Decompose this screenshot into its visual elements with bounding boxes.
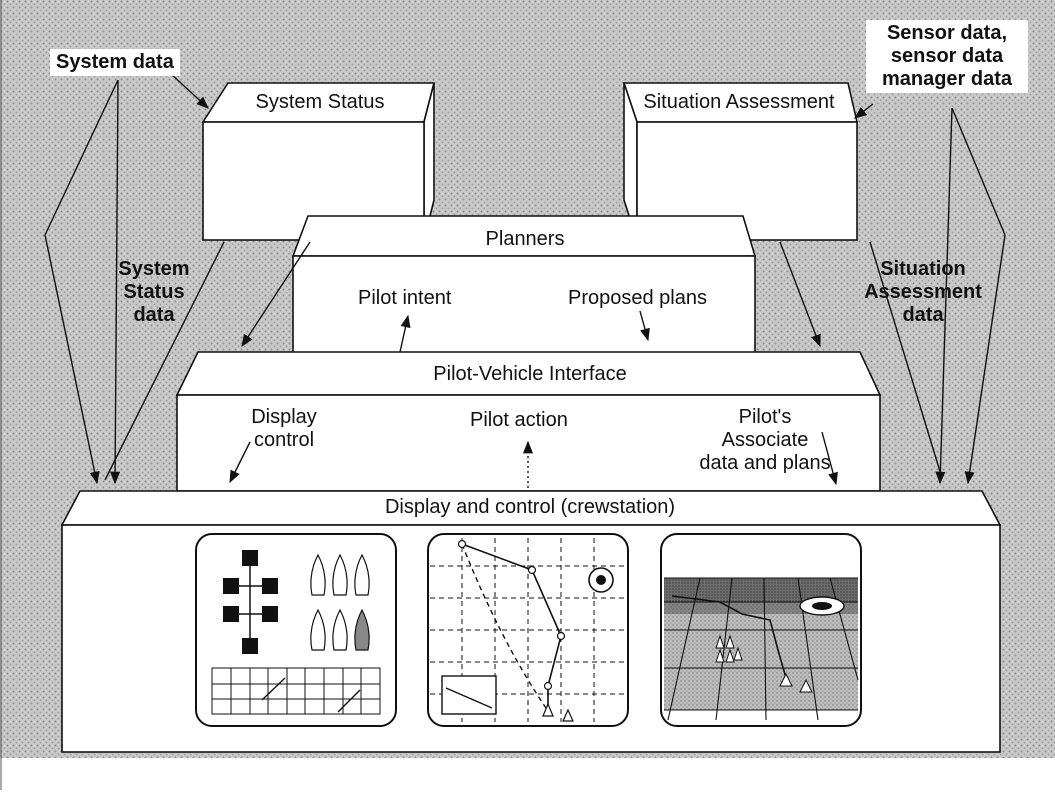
display-control-title: Display and control (crewstation) <box>384 496 676 518</box>
system-status-data-label: System Status data <box>118 258 190 326</box>
perspective-view-screen-icon <box>660 533 862 727</box>
situation-assessment-data-label: Situation Assessment data <box>864 258 982 326</box>
situation-assessment-box <box>622 82 859 241</box>
proposed-plans-label: Proposed plans <box>568 287 707 309</box>
tactical-map-screen-icon <box>427 533 629 727</box>
system-schematic-screen-icon <box>195 533 397 727</box>
system-data-label: System data <box>50 49 180 76</box>
sensor-data-label: Sensor data, sensor data manager data <box>866 20 1028 93</box>
pilots-associate-label: Pilot's Associate data and plans <box>699 406 831 474</box>
planners-title: Planners <box>485 228 565 250</box>
display-control-label: Display control <box>251 406 317 451</box>
planners-box <box>291 215 757 357</box>
pvi-title: Pilot-Vehicle Interface <box>433 363 627 385</box>
flow-arrows <box>44 72 1006 488</box>
system-status-title: System Status <box>255 91 385 113</box>
pilot-action-label: Pilot action <box>470 409 568 431</box>
pilot-intent-label: Pilot intent <box>358 287 452 309</box>
situation-assessment-title: Situation Assessment <box>643 91 835 113</box>
